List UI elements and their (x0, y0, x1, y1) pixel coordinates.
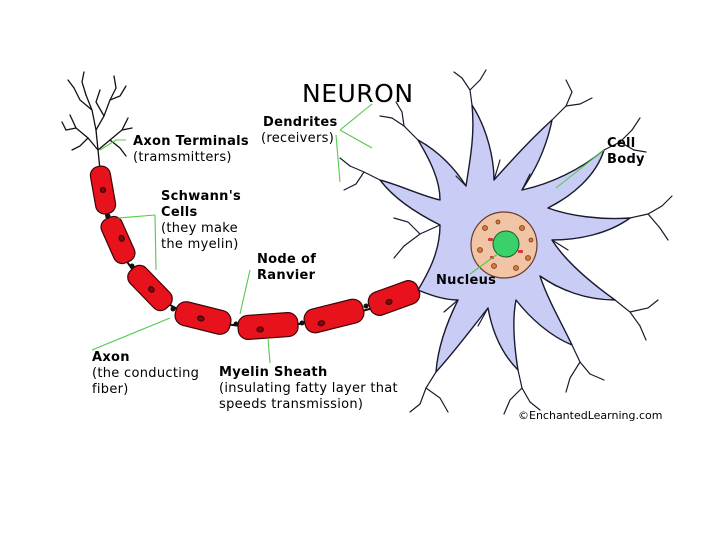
label-cell-body-line1: Cell (607, 136, 636, 151)
label-schwann-cells-line1: Schwann's (161, 189, 242, 204)
label-schwann-cells-note2: the myelin) (161, 237, 239, 252)
nucleus (470, 211, 538, 279)
label-myelin-sheath: Myelin Sheath (insulating fatty layer th… (219, 365, 398, 413)
label-dendrites: Dendrites (receivers) (261, 115, 338, 147)
label-node-of-ranvier-line1: Node of (257, 252, 317, 267)
label-axon-note2: fiber) (92, 382, 129, 397)
myelin-segment-2 (100, 215, 136, 265)
label-myelin-sheath-name: Myelin Sheath (219, 365, 328, 380)
label-nucleus-name: Nucleus (436, 273, 497, 288)
label-schwann-cells: Schwann's Cells (they make the myelin) (161, 189, 241, 253)
label-schwann-cells-line2: Cells (161, 205, 198, 220)
label-axon-note1: (the conducting (92, 366, 200, 381)
label-axon: Axon (the conducting fiber) (92, 350, 199, 398)
label-dendrites-name: Dendrites (263, 115, 338, 130)
myelin-sheath-segments (89, 165, 421, 340)
label-schwann-cells-note1: (they make (161, 221, 238, 236)
label-dendrites-note: (receivers) (261, 131, 335, 146)
myelin-segment-4 (174, 301, 232, 335)
label-myelin-sheath-note1: (insulating fatty layer that (219, 381, 398, 396)
label-axon-terminals-note: (tramsmitters) (133, 150, 232, 165)
label-cell-body: Cell Body (607, 136, 645, 168)
label-cell-body-line2: Body (607, 152, 645, 167)
label-axon-name: Axon (92, 350, 130, 365)
label-axon-terminals-name: Axon Terminals (133, 134, 249, 149)
nodes-of-ranvier (105, 213, 369, 327)
myelin-segment-7 (367, 280, 421, 316)
myelin-segment-5 (237, 312, 299, 340)
leader-lines (91, 103, 605, 364)
diagram-title: NEURON (302, 79, 414, 108)
myelin-segment-6 (303, 298, 365, 334)
label-nucleus: Nucleus (436, 273, 496, 289)
myelin-segment-3 (127, 264, 173, 312)
label-node-of-ranvier-line2: Ranvier (257, 268, 316, 283)
myelin-segment-1 (89, 165, 117, 215)
copyright-notice: ©EnchantedLearning.com (518, 409, 663, 422)
label-axon-terminals: Axon Terminals (tramsmitters) (133, 134, 249, 166)
label-node-of-ranvier: Node of Ranvier (257, 252, 316, 284)
label-myelin-sheath-note2: speeds transmission) (219, 397, 364, 412)
axon-terminals-branches (61, 71, 133, 171)
